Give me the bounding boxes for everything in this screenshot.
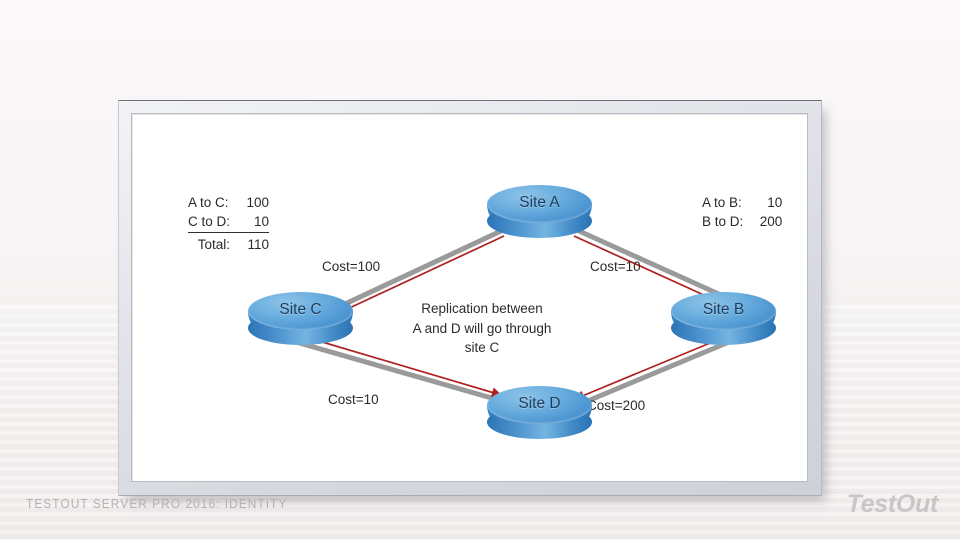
link-lines xyxy=(293,228,735,408)
edge-label-b-d: Cost=200 xyxy=(587,398,646,413)
cylinder-shape: Site A xyxy=(487,185,592,238)
network-diagram xyxy=(293,228,735,408)
cylinder-top xyxy=(487,185,592,223)
table-row: C to D: 10 xyxy=(188,212,270,233)
link-line-b-d xyxy=(575,339,732,408)
cost-row-label: A to C: xyxy=(188,195,229,210)
cost-row-value: 10 xyxy=(239,212,270,233)
arrow-a-to-c xyxy=(342,235,505,312)
edge-label-a-c: Cost=100 xyxy=(322,259,381,274)
link-line-c-d xyxy=(293,339,505,404)
table-row: B to D: 200 xyxy=(702,212,782,231)
node-label: Site C xyxy=(279,301,322,318)
annotation-line-3: site C xyxy=(464,340,500,355)
replication-annotation: Replication between A and D will go thro… xyxy=(387,299,577,358)
edge-label-a-b: Cost=10 xyxy=(590,259,641,274)
annotation-line-2: A and D will go through xyxy=(412,320,552,336)
arrow-c-to-d xyxy=(301,335,502,398)
cost-row-label: B to D: xyxy=(702,214,744,229)
cost-row-value: 200 xyxy=(759,214,783,229)
arrow-b-to-d xyxy=(574,335,728,401)
slide-canvas: A to C: 100 C to D: 10 Total: 110 A to B… xyxy=(132,114,807,481)
cost-row-label: A to B: xyxy=(702,195,742,210)
node-site-d: Site D xyxy=(487,386,592,439)
cylinder-shape: Site D xyxy=(487,386,592,439)
node-label: Site D xyxy=(518,395,561,412)
node-site-c: Site C xyxy=(248,292,353,345)
cost-total-label: Total: xyxy=(197,237,231,252)
link-line-a-b xyxy=(576,228,735,303)
node-site-b: Site B xyxy=(671,292,776,345)
cost-row-value: 100 xyxy=(246,195,270,210)
table-row: A to C: 100 xyxy=(188,193,269,212)
slide-frame: A to C: 100 C to D: 10 Total: 110 A to B… xyxy=(118,100,822,496)
cylinder-top xyxy=(487,386,592,424)
cost-table-left: A to C: 100 C to D: 10 Total: 110 xyxy=(188,193,270,255)
node-site-a: Site A xyxy=(487,185,592,238)
edge-label-c-d: Cost=10 xyxy=(328,392,379,407)
testout-logo: TestOut xyxy=(846,490,939,518)
node-label: Site B xyxy=(702,301,745,318)
table-row: A to B: 10 xyxy=(702,193,782,212)
cylinder-shape: Site B xyxy=(671,292,776,345)
cylinder-top xyxy=(671,292,776,330)
annotation-line-1: Replication between xyxy=(421,301,543,316)
cost-total-value: 110 xyxy=(247,237,270,252)
table-row-total: Total: 110 xyxy=(188,233,269,255)
cost-row-label: C to D: xyxy=(188,212,240,233)
cost-table-right: A to B: 10 B to D: 200 xyxy=(702,193,782,231)
link-line-a-c xyxy=(342,228,504,307)
cylinder-shape: Site C xyxy=(248,292,353,345)
cost-row-value: 10 xyxy=(767,195,783,210)
footer-course-title: TESTOUT SERVER PRO 2016: IDENTITY xyxy=(26,496,288,511)
node-label: Site A xyxy=(519,194,560,211)
cylinder-top xyxy=(248,292,353,330)
